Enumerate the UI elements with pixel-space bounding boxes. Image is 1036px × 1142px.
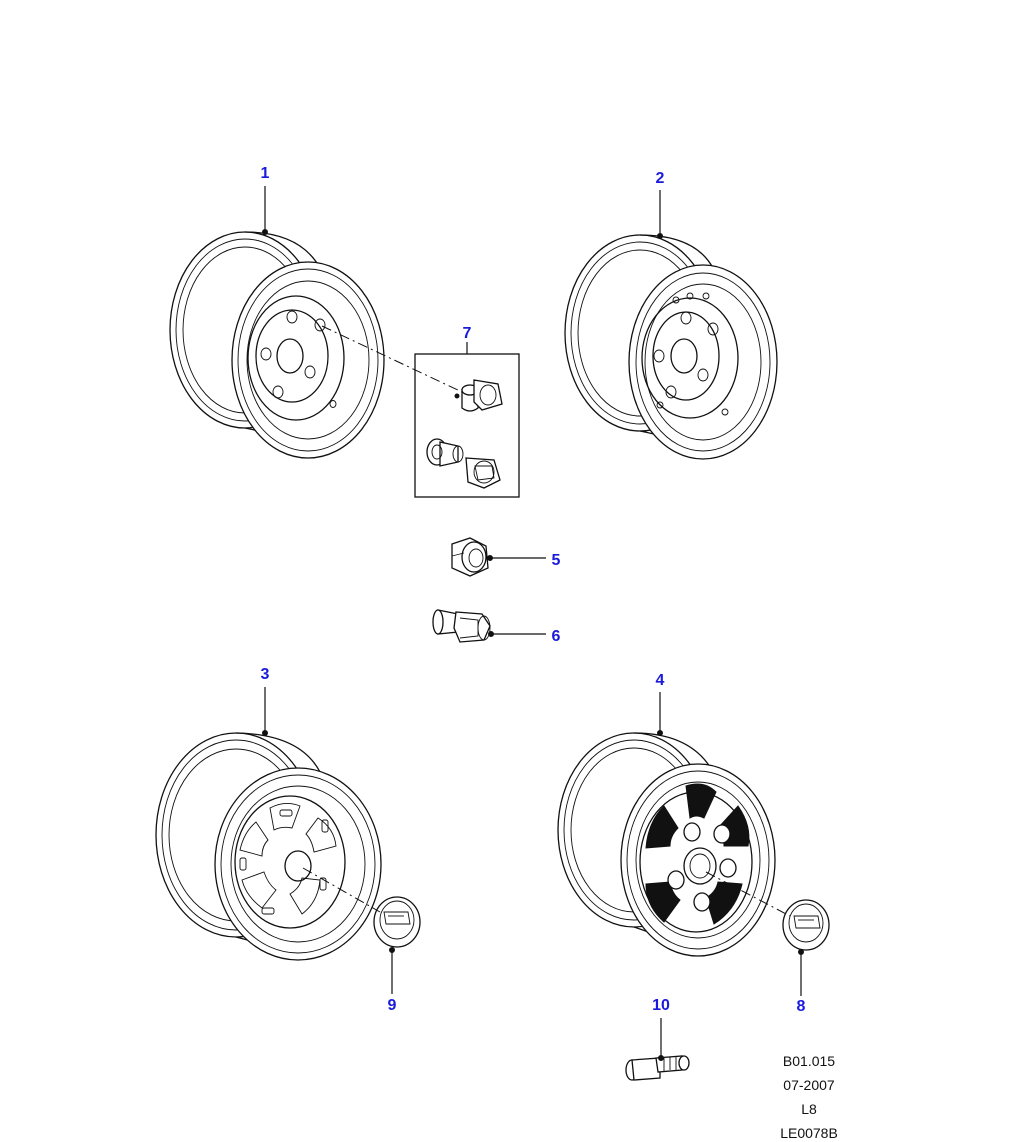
wheel-nut[interactable] bbox=[451, 537, 546, 577]
wheel-nut-extended[interactable] bbox=[432, 609, 546, 643]
callout-5[interactable]: 5 bbox=[551, 552, 561, 569]
locking-nut-key bbox=[426, 438, 464, 467]
callout-9[interactable]: 9 bbox=[387, 997, 397, 1014]
locking-nut bbox=[454, 379, 503, 412]
callout-4[interactable]: 4 bbox=[655, 672, 665, 689]
steel-wheel-2[interactable] bbox=[564, 190, 778, 460]
callout-1[interactable]: 1 bbox=[260, 165, 270, 182]
assembly-line-9 bbox=[302, 867, 381, 913]
callout-2[interactable]: 2 bbox=[655, 170, 665, 187]
callout-8[interactable]: 8 bbox=[796, 998, 806, 1015]
callout-10[interactable]: 10 bbox=[652, 997, 670, 1014]
assembly-line-8 bbox=[705, 871, 791, 917]
callout-7[interactable]: 7 bbox=[462, 325, 472, 342]
reference-code: B01.015 bbox=[782, 1053, 836, 1069]
alloy-wheel-4[interactable] bbox=[557, 692, 776, 957]
centre-cap-8[interactable] bbox=[782, 899, 830, 996]
alloy-wheel-3[interactable] bbox=[155, 687, 382, 961]
reference-date: 07-2007 bbox=[783, 1077, 835, 1093]
steel-wheel-1[interactable] bbox=[169, 186, 385, 459]
tyre-valve[interactable] bbox=[625, 1018, 690, 1081]
callout-6[interactable]: 6 bbox=[551, 628, 561, 645]
locking-nut-spare bbox=[465, 457, 501, 489]
callout-3[interactable]: 3 bbox=[260, 666, 270, 683]
locking-wheel-nut-kit[interactable] bbox=[414, 342, 520, 498]
assembly-line-7 bbox=[321, 325, 463, 393]
centre-cap-9[interactable] bbox=[373, 896, 421, 994]
reference-model: L8 bbox=[801, 1101, 817, 1117]
illustration-number: LE0078B bbox=[780, 1125, 838, 1141]
